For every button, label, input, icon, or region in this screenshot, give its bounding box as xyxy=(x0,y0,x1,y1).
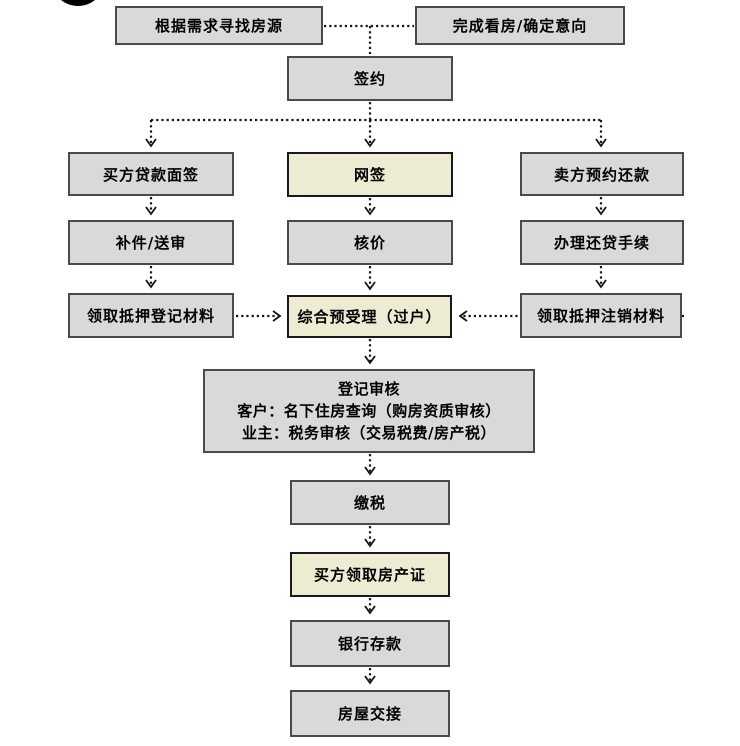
node-label-line: 登记审核 xyxy=(337,380,400,398)
node-buyer-loan-interview: 买方贷款面签 xyxy=(68,152,234,196)
node-label: 办理还贷手续 xyxy=(553,234,650,252)
node-registration-review: 登记审核 客户：名下住房查询（购房资质审核） 业主：税务审核（交易税费/房产税） xyxy=(203,369,535,453)
node-label: 签约 xyxy=(353,70,386,88)
node-label: 完成看房/确定意向 xyxy=(452,17,588,35)
node-label: 银行存款 xyxy=(337,635,402,653)
node-collect-mortgage-registration-materials: 领取抵押登记材料 xyxy=(68,293,234,338)
node-comprehensive-pre-acceptance-transfer: 综合预受理（过户） xyxy=(287,295,452,338)
node-label: 根据需求寻找房源 xyxy=(154,17,283,35)
node-label: 缴税 xyxy=(353,494,386,512)
node-label: 房屋交接 xyxy=(337,705,402,723)
node-supplement-review: 补件/送审 xyxy=(68,220,234,265)
node-online-signing: 网签 xyxy=(287,152,453,197)
node-collect-mortgage-cancellation-materials: 领取抵押注销材料 xyxy=(520,293,682,338)
node-label-line: 客户：名下住房查询（购房资质审核） xyxy=(237,402,501,420)
node-handle-loan-repayment: 办理还贷手续 xyxy=(520,220,684,265)
partial-circle-decoration xyxy=(53,0,103,6)
node-label: 领取抵押注销材料 xyxy=(536,307,665,325)
node-label: 卖方预约还款 xyxy=(553,165,650,184)
node-seller-repayment-appointment: 卖方预约还款 xyxy=(520,152,684,196)
node-pay-tax: 缴税 xyxy=(290,480,450,525)
node-label: 综合预受理（过户） xyxy=(297,308,442,326)
node-label: 核价 xyxy=(353,234,386,252)
node-complete-viewing: 完成看房/确定意向 xyxy=(415,6,625,45)
node-label: 领取抵押登记材料 xyxy=(86,307,215,325)
node-price-verification: 核价 xyxy=(287,220,453,265)
node-label: 买方领取房产证 xyxy=(313,566,426,584)
node-bank-deposit: 银行存款 xyxy=(290,620,450,667)
node-find-listing: 根据需求寻找房源 xyxy=(115,6,323,45)
node-house-handover: 房屋交接 xyxy=(290,690,450,737)
node-buyer-collect-property-certificate: 买方领取房产证 xyxy=(290,552,450,597)
node-label: 买方贷款面签 xyxy=(102,165,199,184)
node-label: 网签 xyxy=(353,166,386,184)
node-label-line: 业主：税务审核（交易税费/房产税） xyxy=(242,424,496,442)
node-sign-contract: 签约 xyxy=(287,56,453,101)
node-label: 补件/送审 xyxy=(115,234,187,252)
